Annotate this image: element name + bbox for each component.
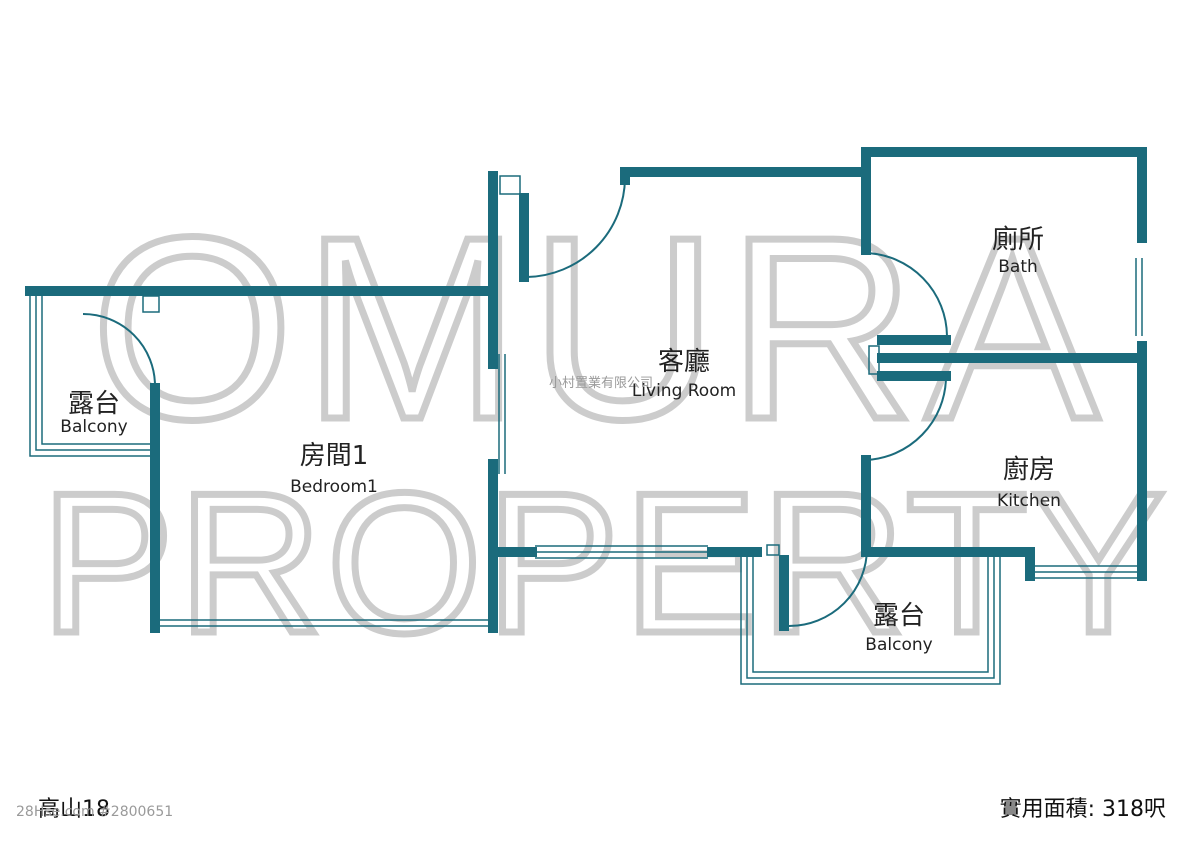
company-watermark: 小村置業有限公司 bbox=[549, 375, 653, 391]
balcony-bottom-label-cn: 露台 bbox=[873, 601, 925, 631]
bath-label-en: Bath bbox=[998, 257, 1038, 277]
watermark-line1: OMURA bbox=[91, 184, 1109, 474]
ledge-box bbox=[766, 544, 780, 556]
door-swings bbox=[82, 177, 948, 627]
living-room-label-cn: 客廳 bbox=[658, 347, 710, 377]
walls bbox=[25, 147, 1147, 633]
listing-id: 28Hse.com #2800651 bbox=[16, 804, 174, 820]
building-name: 高山18 bbox=[38, 797, 110, 822]
bedroom-bottom-window bbox=[157, 619, 493, 627]
door-swing-bath bbox=[865, 252, 948, 337]
windows bbox=[29, 175, 1143, 685]
bath-label-cn: 廁所 bbox=[992, 225, 1044, 255]
balcony-left-label-cn: 露台 bbox=[68, 389, 120, 419]
balcony-bottom-label-en: Balcony bbox=[865, 635, 932, 655]
balcony-left-railing bbox=[29, 296, 152, 457]
living-room-label-en: Living Room bbox=[632, 381, 736, 401]
door-swing-balcony-bottom bbox=[788, 547, 868, 627]
bath-right-window bbox=[1135, 258, 1143, 336]
kitchen-bottom-window bbox=[1034, 565, 1138, 579]
door-swing-kitchen bbox=[865, 377, 947, 461]
watermark: OMURA PROPERTY bbox=[37, 181, 1170, 679]
wall-kitchen-bottom bbox=[861, 547, 1035, 581]
living-bottom-window bbox=[535, 545, 708, 559]
balcony-bottom-railing bbox=[740, 556, 1001, 685]
kitchen-label-cn: 廚房 bbox=[1003, 455, 1055, 485]
door-stop-top bbox=[499, 175, 521, 195]
kitchen-label-en: Kitchen bbox=[997, 491, 1061, 511]
door-swing-living-top bbox=[526, 177, 626, 278]
bedroom1-label-en: Bedroom1 bbox=[290, 477, 378, 497]
bedroom1-label-cn: 房間1 bbox=[300, 441, 369, 471]
door-swing-balcony-left bbox=[82, 313, 156, 387]
bedroom-living-glass bbox=[498, 354, 506, 474]
room-labels: 露台 Balcony 房間1 Bedroom1 客廳 小村置業有限公司 Livi… bbox=[60, 225, 1061, 655]
usable-area: 實用面積: 318呎 bbox=[999, 797, 1166, 822]
watermark-line2: PROPERTY bbox=[41, 452, 1170, 675]
balcony-left-label-en: Balcony bbox=[60, 417, 127, 437]
